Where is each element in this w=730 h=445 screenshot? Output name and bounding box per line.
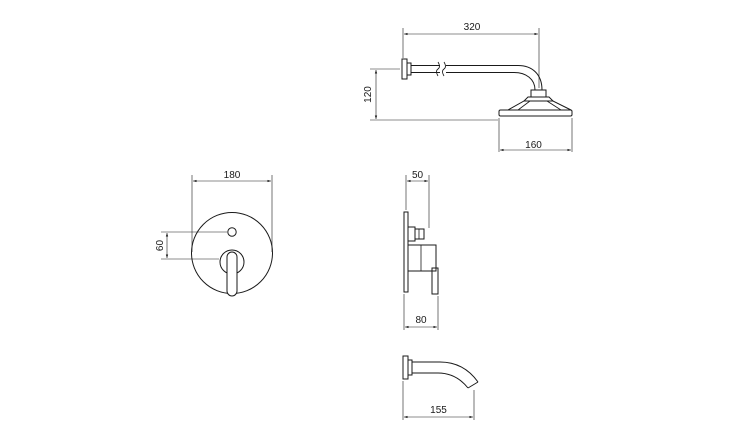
dim-180-label: 180 (224, 170, 241, 181)
valve-lever-handle (226, 251, 238, 297)
shower-head-collar (522, 96, 555, 102)
shower-arm-break-mark-left (436, 61, 440, 77)
dim-155-label: 155 (430, 405, 447, 416)
diverter-stem-base (407, 226, 416, 242)
diverter-knob (227, 227, 237, 237)
valve-side-view: 50 80 (403, 170, 439, 330)
valve-lever-side (431, 267, 439, 295)
shower-head-rib (546, 100, 562, 111)
shower-wall-flange (401, 58, 408, 80)
shower-head-cone (506, 100, 572, 111)
valve-side-plate (403, 211, 409, 293)
shower-head-rib (517, 100, 531, 111)
valve-handle-body (407, 244, 437, 272)
dim-120-label: 120 (363, 86, 374, 103)
spout-side-view: 155 (402, 355, 479, 420)
shower-arm-break-mark-right (442, 61, 446, 77)
diverter-stem (414, 228, 425, 240)
dim-60-label: 60 (155, 240, 166, 252)
spout-body-top (412, 361, 479, 383)
shower-head-nut (530, 89, 547, 98)
spout-wall-flange (402, 355, 409, 380)
dim-160-label: 160 (525, 140, 542, 151)
spout-outlet (467, 381, 479, 389)
shower-arm-connector (406, 62, 412, 76)
valve-front-view: 180 60 (155, 170, 273, 297)
shower-arm-bend-outer (517, 65, 543, 91)
spout-connector (407, 359, 413, 376)
dim-50-label: 50 (412, 170, 424, 181)
shower-head-face (498, 109, 573, 117)
dim-320-label: 320 (464, 22, 481, 33)
shower-arm-view: 320 120 160 (363, 22, 573, 152)
dim-80-label: 80 (415, 315, 427, 326)
shower-arm-bend-inner (513, 72, 536, 91)
spout-body-bottom (412, 372, 469, 389)
